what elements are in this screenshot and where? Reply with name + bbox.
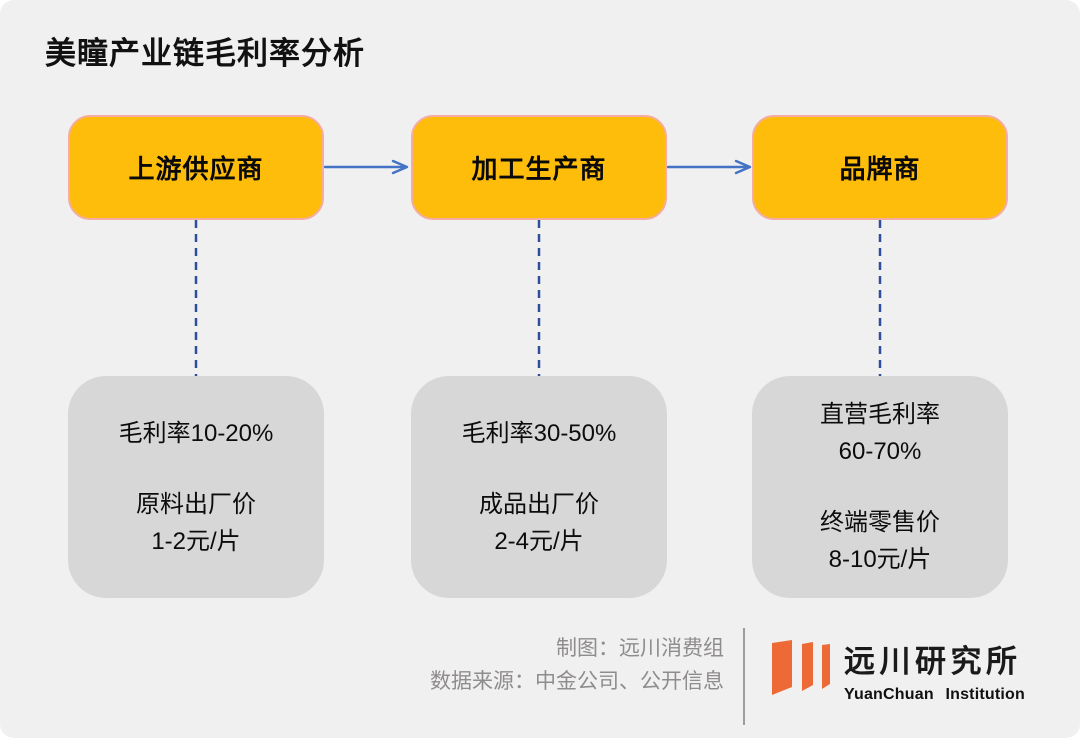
margin-info: 毛利率30-50% [462,415,617,452]
logo-text-block: 远川研究所 YuanChuan Institution [844,636,1025,704]
margin-line: 毛利率10-20% [118,419,274,447]
credit-author: 制图：远川消费组 [556,637,724,660]
credit-source: 数据来源：中金公司、公开信息 [430,670,724,693]
logo-name-cn: 远川研究所 [844,644,1022,679]
margin-card-brand: 直营毛利率 60-70% 终端零售价 8-10元/片 [752,376,1008,598]
margin-card-upstream: 毛利率10-20% 原料出厂价 1-2元/片 [68,376,324,598]
chain-node-label: 品牌商 [839,154,921,184]
footer-divider [743,628,745,725]
price-line: 原料出厂价 [136,490,256,518]
price-line: 1-2元/片 [151,527,241,555]
margin-line: 直营毛利率 [820,401,940,428]
chain-node-brand: 品牌商 [752,115,1008,220]
margin-line: 60-70% [838,438,922,465]
yuanchuan-logo-icon [772,640,830,695]
arrow-right-icon [324,159,409,175]
price-line: 2-4元/片 [494,527,584,555]
margin-line: 毛利率30-50% [461,419,617,447]
price-line: 成品出厂价 [479,490,599,518]
price-info: 成品出厂价 2-4元/片 [479,486,599,560]
chain-node-manufacturer: 加工生产商 [411,115,667,220]
dashed-connector-icon [194,220,198,376]
price-info: 终端零售价 8-10元/片 [820,504,940,578]
price-line: 终端零售价 [820,509,940,536]
arrow-right-icon [667,159,752,175]
price-line: 8-10元/片 [828,546,932,573]
dashed-connector-icon [878,220,882,376]
page-title: 美瞳产业链毛利率分析 [45,36,365,71]
margin-info: 直营毛利率 60-70% [820,396,940,470]
chain-node-upstream-supplier: 上游供应商 [68,115,324,220]
margin-card-manufacturer: 毛利率30-50% 成品出厂价 2-4元/片 [411,376,667,598]
logo-name-en: YuanChuan Institution [844,686,1025,703]
chain-node-label: 加工生产商 [471,154,607,184]
price-info: 原料出厂价 1-2元/片 [136,486,256,560]
chain-node-label: 上游供应商 [128,154,264,184]
margin-info: 毛利率10-20% [119,415,274,452]
dashed-connector-icon [537,220,541,376]
credits-block: 制图：远川消费组 数据来源：中金公司、公开信息 [430,632,724,698]
